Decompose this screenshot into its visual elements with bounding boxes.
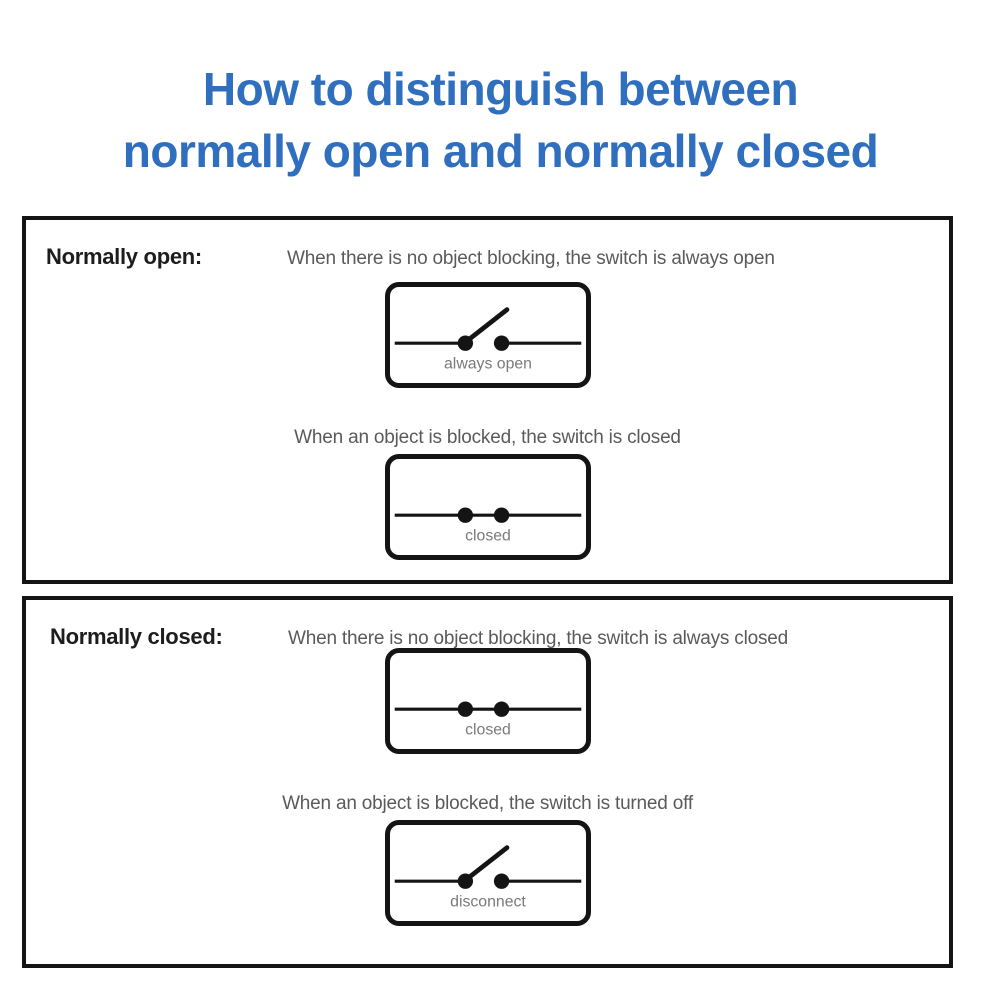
terminal-dot-right xyxy=(493,873,509,889)
terminal-dot-right xyxy=(493,335,509,351)
terminal-dot-right xyxy=(493,507,509,523)
normally-closed-description-1: When there is no object blocking, the sw… xyxy=(288,628,788,649)
switch-caption: disconnect xyxy=(450,894,526,911)
switch-arm-open xyxy=(462,845,509,883)
normally-open-description-2: When an object is blocked, the switch is… xyxy=(294,427,681,448)
switch-symbol-closed: closed xyxy=(384,454,591,560)
page-title: How to distinguish between normally open… xyxy=(0,58,1001,182)
switch-symbol-disconnect: disconnect xyxy=(384,820,591,926)
switch-diagram-closed: closed xyxy=(394,701,581,739)
switch-symbol-closed: closed xyxy=(384,648,591,754)
panel-normally-open-header: Normally open: When there is no object b… xyxy=(26,242,949,276)
page-title-line-1: How to distinguish between xyxy=(202,63,799,115)
terminal-dot-left xyxy=(457,335,473,351)
switch-diagram-open: always open xyxy=(394,307,581,373)
page-title-line-2: normally open and normally closed xyxy=(122,125,879,177)
normally-open-description-1: When there is no object blocking, the sw… xyxy=(287,248,775,269)
terminal-dot-right xyxy=(493,701,509,717)
switch-diagram-closed: closed xyxy=(394,507,581,545)
panel-normally-open: Normally open: When there is no object b… xyxy=(22,216,953,584)
switch-caption: always open xyxy=(444,356,532,373)
normally-open-label: Normally open: xyxy=(46,244,202,269)
normally-closed-description-2: When an object is blocked, the switch is… xyxy=(282,793,693,814)
switch-diagram-open: disconnect xyxy=(394,845,581,911)
panel-normally-closed-header: Normally closed: When there is no object… xyxy=(26,622,949,656)
switch-caption: closed xyxy=(465,722,511,739)
switch-caption: closed xyxy=(465,528,511,545)
terminal-dot-left xyxy=(457,873,473,889)
switch-arm-open xyxy=(462,307,509,345)
panel-normally-closed: Normally closed: When there is no object… xyxy=(22,596,953,968)
switch-symbol-always-open: always open xyxy=(384,282,591,388)
terminal-dot-left xyxy=(457,701,473,717)
terminal-dot-left xyxy=(457,507,473,523)
normally-closed-label: Normally closed: xyxy=(50,624,223,649)
